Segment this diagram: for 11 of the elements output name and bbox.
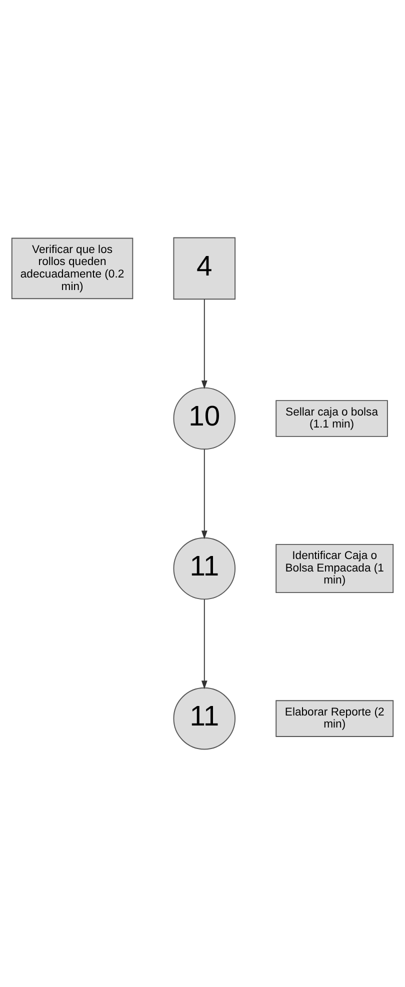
arrow	[201, 448, 208, 540]
node-box: Verificar que los rollos queden adecuadamente (0.2 min)	[11, 238, 134, 300]
node-circle: 10	[173, 387, 236, 450]
arrow	[201, 298, 208, 390]
node-box: Elaborar Reporte (2 min)	[276, 700, 394, 737]
node-circle: 11	[173, 687, 236, 750]
node-box: Identificar Caja o Bolsa Empacada (1 min)	[276, 544, 394, 594]
node-box: 4	[173, 237, 236, 300]
node-box: Sellar caja o bolsa (1.1 min)	[276, 400, 388, 437]
node-circle: 11	[173, 537, 236, 600]
arrow	[201, 598, 208, 690]
